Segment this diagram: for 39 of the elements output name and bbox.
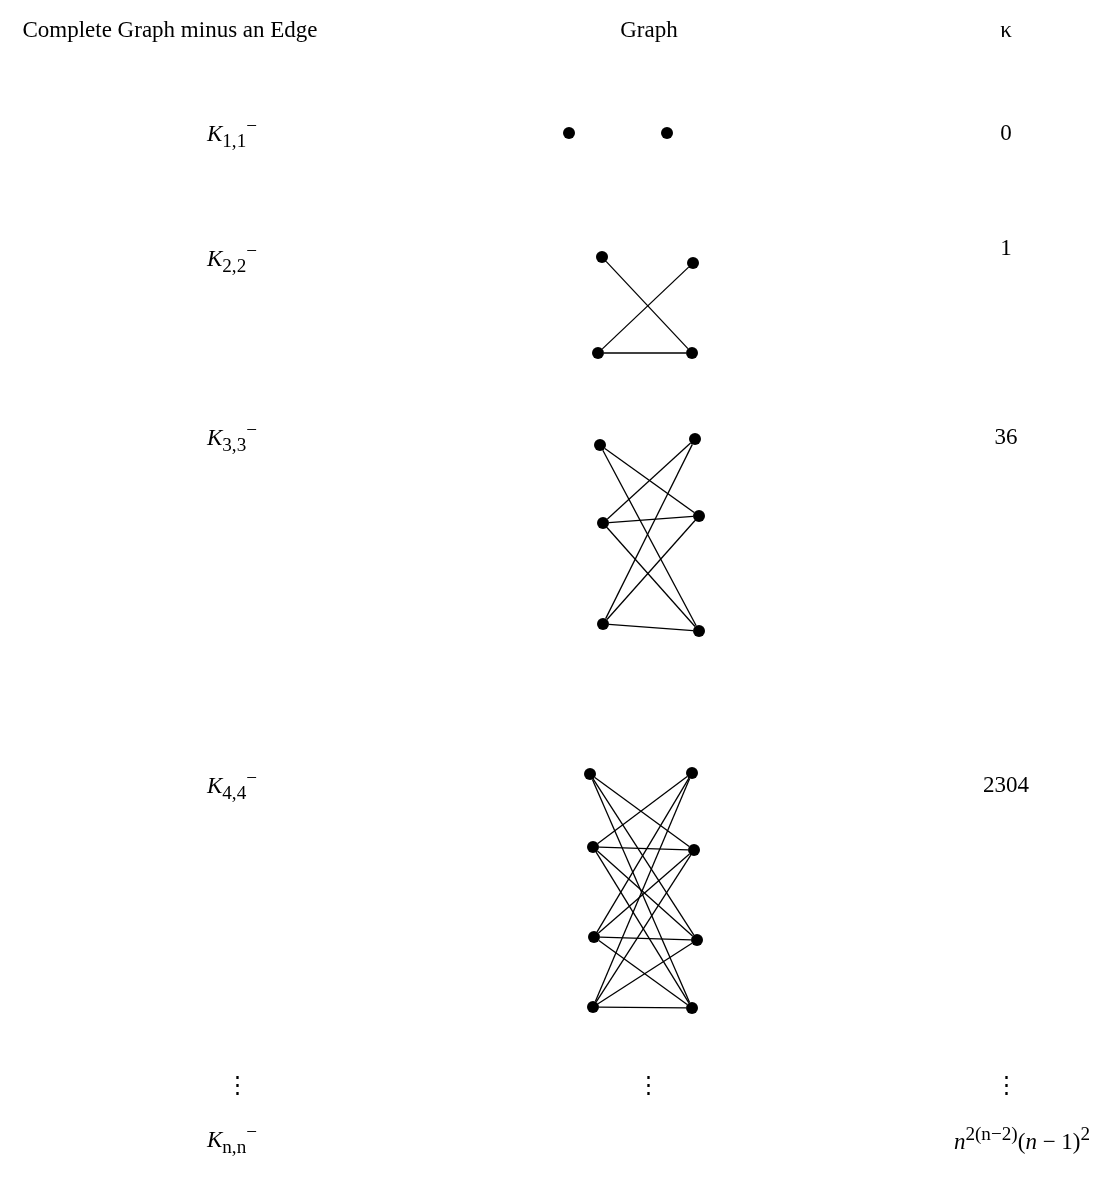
graph-vertex	[689, 433, 701, 445]
graph-vertex	[688, 844, 700, 856]
connectivity-value: 1	[1000, 234, 1012, 262]
connectivity-value: 36	[994, 423, 1018, 451]
graph-vertex	[686, 347, 698, 359]
graph-vertex	[686, 767, 698, 779]
graph-vertex	[691, 934, 703, 946]
graph-vertex	[661, 127, 673, 139]
graph-edge	[599, 936, 692, 941]
connectivity-value: 0	[1000, 119, 1012, 147]
ellipsis: ⋮	[225, 1071, 249, 1099]
ellipsis: ⋮	[994, 1071, 1018, 1099]
connectivity-value: 2304	[983, 771, 1029, 799]
graph-edge	[603, 352, 687, 354]
graph-edge	[604, 447, 695, 514]
graph-vertex	[686, 1002, 698, 1014]
column-header: Graph	[620, 16, 678, 44]
graph-vertex	[588, 931, 600, 943]
graph-edge	[598, 1006, 687, 1009]
column-header: κ	[1000, 16, 1012, 44]
graph-vertex	[587, 841, 599, 853]
graph-vertex	[597, 517, 609, 529]
ellipsis: ⋮	[636, 1071, 660, 1099]
graph-edge	[606, 442, 692, 520]
graph-vertex	[584, 768, 596, 780]
graph-vertex	[563, 127, 575, 139]
graph-name: n$^{2(n−2)}$(n − 1)$^{2}$	[953, 1122, 1091, 1156]
graph-vertex	[594, 439, 606, 451]
graph-vertex	[596, 251, 608, 263]
graph-vertex	[587, 1001, 599, 1013]
graph-vertex	[592, 347, 604, 359]
graph-vertex	[687, 257, 699, 269]
graph-edge	[608, 515, 694, 524]
graph-vertex	[693, 625, 705, 637]
graph-vertex	[693, 510, 705, 522]
graph-edge	[598, 846, 689, 851]
graph-edge	[608, 623, 694, 632]
column-header: Complete Graph minus an Edge	[22, 16, 318, 44]
graph-vertex	[597, 618, 609, 630]
